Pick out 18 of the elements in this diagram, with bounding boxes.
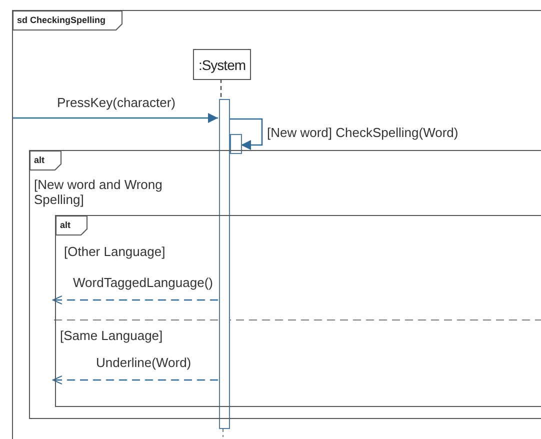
message-label: Underline(Word) <box>96 355 192 370</box>
message-label: WordTaggedLanguage() <box>73 275 213 290</box>
activation-bar <box>230 134 242 154</box>
guard-condition: [Same Language] <box>60 328 164 343</box>
operator-tag: alt <box>56 216 87 235</box>
return-message-arrow <box>52 296 218 304</box>
self-message-arrow <box>229 118 263 150</box>
guard-condition: [New word and Wrong Spelling] <box>34 177 164 207</box>
lifeline <box>220 79 222 98</box>
lifeline-head: :System <box>193 49 251 80</box>
guard-condition: [Other Language] <box>64 244 166 259</box>
message-label: [New word] CheckSpelling(Word) <box>267 125 458 140</box>
frame-title: sd CheckingSpelling <box>13 11 122 30</box>
operator-tag: alt <box>30 151 61 170</box>
return-message-arrow <box>52 376 218 384</box>
activation-bar <box>219 99 230 429</box>
message-label: PressKey(character) <box>57 95 176 110</box>
message-arrow <box>12 113 218 123</box>
